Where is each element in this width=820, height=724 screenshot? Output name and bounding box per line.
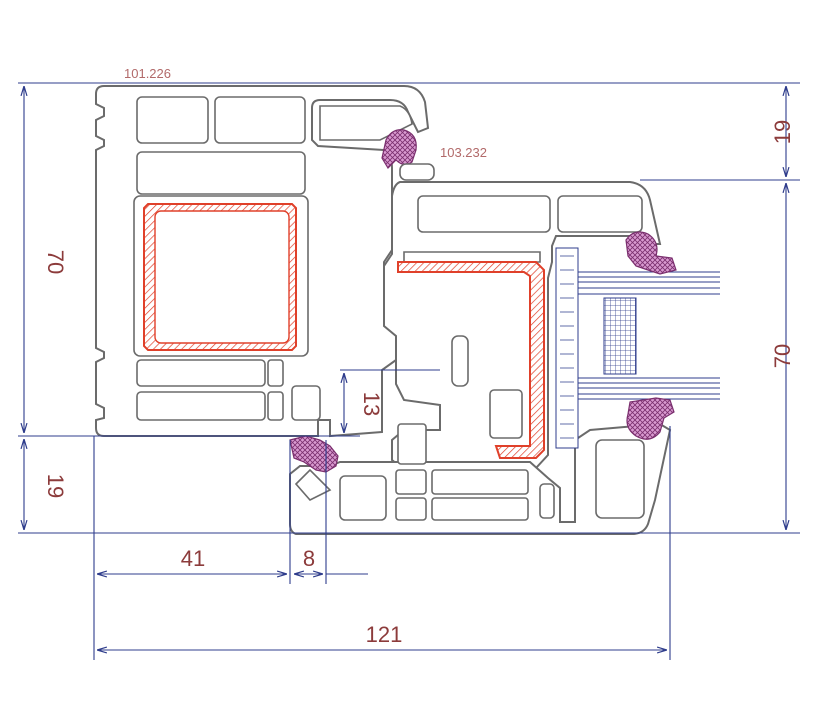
dim-text-left-19: 19 (43, 474, 68, 498)
dim-text-right-70: 70 (770, 344, 795, 368)
sill-chamber (595, 439, 645, 519)
sash-glazing-gasket-bottom (626, 397, 675, 440)
frame-profile (95, 85, 441, 438)
frame-chamber (267, 359, 284, 387)
frame-chamber (136, 391, 266, 421)
sash-profile (383, 181, 662, 469)
dim-text-right-19: 19 (770, 120, 795, 144)
sash-groove (451, 335, 469, 387)
sash-code-label: 103.232 (440, 145, 487, 160)
sash-glazing-gasket-top (625, 231, 677, 275)
dim-text-13: 13 (359, 392, 384, 416)
frame-top-gasket (381, 129, 417, 169)
frame-sill (289, 422, 672, 535)
glass-unit (555, 247, 720, 449)
frame-chamber (136, 359, 266, 387)
sash-chamber (417, 195, 551, 233)
sill-chamber (431, 469, 529, 495)
sash-steel-reinforcement (397, 261, 545, 459)
sill-chamber (539, 483, 555, 519)
dim-text-121: 121 (366, 622, 403, 647)
sash-chamber (489, 389, 523, 439)
dim-text-8: 8 (303, 546, 315, 571)
sill-chamber (294, 468, 332, 501)
dim-text-41: 41 (181, 546, 205, 571)
sill-chamber (395, 469, 427, 495)
frame-chamber (291, 385, 321, 421)
frame-chamber (267, 391, 284, 421)
sill-chamber (395, 497, 427, 521)
glass-spacer (603, 297, 637, 375)
frame-code-label: 101.226 (124, 66, 171, 81)
frame-chamber (214, 96, 306, 144)
sill-chamber (339, 475, 387, 521)
dimension-lines (18, 82, 800, 660)
dim-text-left-70: 70 (43, 250, 68, 274)
sill-chamber (431, 497, 529, 521)
frame-bottom-gasket (289, 435, 339, 473)
frame-chamber (136, 96, 209, 144)
sash-chamber (403, 251, 541, 263)
frame-chamber (136, 151, 306, 195)
sash-chamber (557, 195, 643, 233)
sill-chamber (397, 423, 427, 465)
